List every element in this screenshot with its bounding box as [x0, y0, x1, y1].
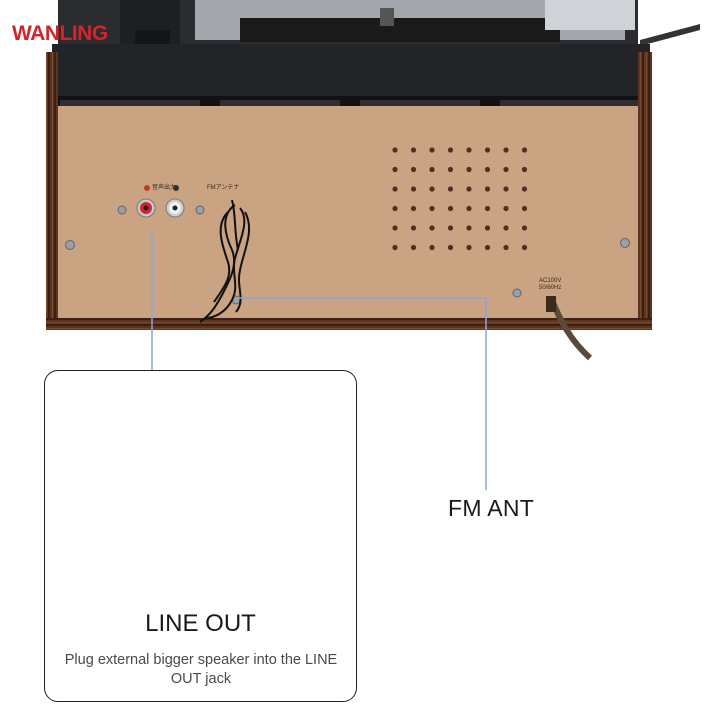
- grille-hole: [429, 225, 435, 231]
- brand-logo-text: WANLING: [12, 22, 108, 45]
- grille-hole: [429, 147, 435, 153]
- screws: [65, 205, 630, 305]
- leader-lines: [151, 230, 487, 490]
- grille-hole: [466, 244, 472, 251]
- grille-hole: [392, 205, 398, 212]
- fm-ant-label: FM ANT: [448, 495, 535, 521]
- grille-hole: [484, 225, 491, 231]
- line-out-jack-white: [165, 198, 185, 218]
- brand-logo: WANLING: [12, 22, 108, 46]
- grille-hole: [410, 147, 417, 153]
- grille-hole: [392, 147, 398, 153]
- line-out-jack-red: [136, 198, 156, 218]
- grille-hole: [484, 166, 491, 173]
- grille-hole: [447, 205, 454, 212]
- wood-trim-bottom: [46, 318, 652, 330]
- grille-hole: [392, 166, 398, 173]
- line-out-description: Plug external bigger speaker into the LI…: [64, 652, 338, 687]
- wood-trim-right: [638, 52, 652, 330]
- grille-hole: [521, 225, 528, 231]
- grille-hole: [466, 147, 472, 153]
- jack-label-left: 音声出力: [152, 185, 177, 191]
- grille-hole: [429, 186, 435, 192]
- grille-hole: [484, 186, 491, 192]
- power-cord: [546, 296, 593, 361]
- jack-marker-black: [173, 185, 179, 191]
- grille-hole: [392, 244, 398, 251]
- grille-hole: [429, 244, 435, 251]
- fm-antenna-wire: [199, 199, 250, 323]
- jack-label-right: FMアンテナ: [207, 185, 240, 191]
- grille-hole: [447, 147, 454, 153]
- speaker-grille: [392, 147, 528, 251]
- grille-hole: [521, 186, 528, 192]
- grille-hole: [447, 186, 454, 192]
- grille-hole: [466, 205, 472, 212]
- grille-hole: [521, 147, 528, 153]
- grille-hole: [429, 205, 435, 212]
- grille-hole: [484, 244, 491, 251]
- grille-hole: [410, 166, 417, 173]
- grille-hole: [466, 225, 472, 231]
- grille-hole: [503, 147, 509, 153]
- back-panel: [58, 106, 638, 318]
- grille-hole: [521, 244, 528, 251]
- power-label-line2: 50/60Hz: [539, 285, 562, 291]
- line-out-title: LINE OUT: [145, 610, 256, 637]
- grille-hole: [503, 186, 509, 192]
- grille-hole: [429, 166, 435, 173]
- grille-hole: [484, 205, 491, 212]
- power-label-line1: AC100V: [539, 278, 562, 284]
- grille-hole: [521, 166, 528, 173]
- grille-hole: [503, 225, 509, 231]
- grille-hole: [503, 166, 509, 173]
- grille-hole: [447, 244, 454, 251]
- grille-hole: [466, 186, 472, 192]
- grille-hole: [484, 147, 491, 153]
- grille-hole: [521, 205, 528, 212]
- grille-hole: [447, 225, 454, 231]
- grille-hole: [503, 205, 509, 212]
- jack-marker-red: [144, 185, 150, 191]
- grille-hole: [466, 166, 472, 173]
- grille-hole: [410, 225, 417, 231]
- grille-hole: [410, 244, 417, 251]
- grille-hole: [447, 166, 454, 173]
- grille-hole: [410, 186, 417, 192]
- line-out-callout-card: [44, 370, 357, 702]
- grille-hole: [410, 205, 417, 212]
- turntable-lid: [58, 0, 700, 85]
- grille-hole: [392, 225, 398, 231]
- grille-hole: [392, 186, 398, 192]
- grille-hole: [503, 244, 509, 251]
- deck-base: [52, 44, 650, 106]
- wood-trim-left: [46, 52, 58, 330]
